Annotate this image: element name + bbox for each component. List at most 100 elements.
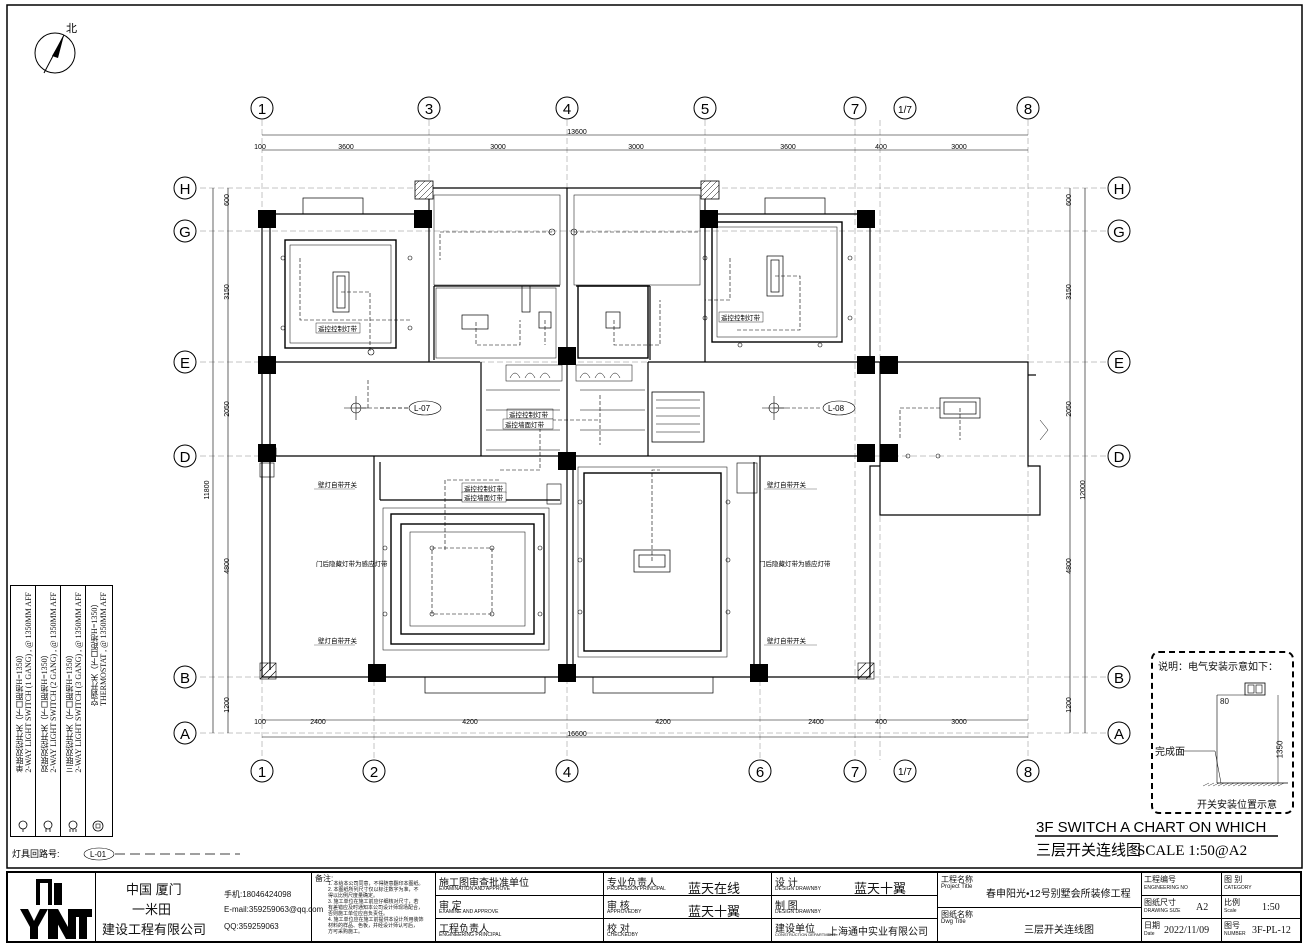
pro-lead-value: 蓝天在线 bbox=[688, 881, 741, 896]
grid-bubbles-right: H G E D B A bbox=[1107, 176, 1131, 745]
approve-en: APPROVEDBY bbox=[607, 909, 642, 915]
company-qq: QQ:359259063 bbox=[224, 922, 279, 931]
legend-item-2-cn: 双联双控开关（下口距地H=1350） bbox=[40, 650, 49, 773]
grid-top-2: 4 bbox=[563, 101, 571, 118]
label-mid-top2: 遥控墙面灯带 bbox=[505, 420, 545, 429]
fixtures-detail bbox=[486, 364, 1049, 451]
ceiling-outlines bbox=[284, 194, 843, 658]
dim-top-2: 3000 bbox=[490, 144, 506, 151]
date-value: 2022/11/09 bbox=[1164, 925, 1210, 936]
grid-right-5: A bbox=[1114, 726, 1124, 743]
dim-bottom-total: 16600 bbox=[567, 731, 587, 738]
dwg-label-en: Dwg Title bbox=[941, 919, 966, 925]
legend-item-1: 单联双控开关（下口距地H=1350）2-WAY LIGHT SWITCH (1 … bbox=[11, 586, 36, 836]
thermostat-icon bbox=[92, 820, 104, 832]
grid-bottom-3: 6 bbox=[756, 764, 764, 781]
dwg-value: 三层开关连线图 bbox=[1024, 925, 1094, 936]
install-dim-1350: 1350 bbox=[1275, 740, 1285, 759]
category: 图 别 bbox=[1224, 875, 1243, 884]
label-mid-low1: 遥控控制灯带 bbox=[464, 484, 504, 493]
size-label: 图纸尺寸 bbox=[1144, 898, 1176, 907]
grid-bubbles-bottom: 1 2 4 6 7 1/7 8 bbox=[250, 759, 1040, 783]
grid-bottom-1: 2 bbox=[370, 764, 378, 781]
ceiling-lights bbox=[280, 228, 941, 617]
note-6: 4. 施工单位应在施工前提供本设计所用装饰 bbox=[328, 917, 424, 923]
eng-lead-en: ENGINEERING PRINCIPAL bbox=[439, 932, 502, 938]
label-mid-top1: 遥控控制灯带 bbox=[509, 410, 549, 419]
grid-left-0: H bbox=[180, 181, 191, 198]
dimension-text-vertical: 11800 600 3150 2050 4800 1200 12000 600 … bbox=[204, 194, 1087, 713]
design: 设 计 bbox=[775, 878, 798, 889]
dim-right-5: 1200 bbox=[1066, 697, 1073, 713]
dim-top-0: 100 bbox=[254, 144, 266, 151]
grid-left-3: D bbox=[180, 449, 191, 466]
grid-right-4: B bbox=[1114, 670, 1124, 687]
windows bbox=[269, 197, 826, 694]
approve-value: 蓝天十翼 bbox=[688, 904, 741, 919]
project-label: 工程名称 bbox=[941, 875, 973, 884]
dim-right-2: 3150 bbox=[1066, 284, 1073, 300]
dim-bottom-3: 4200 bbox=[655, 719, 671, 726]
ratio-label: 比例 bbox=[1224, 898, 1240, 907]
grid-bottom-2: 4 bbox=[563, 764, 571, 781]
dim-left-4: 4800 bbox=[224, 558, 231, 574]
grid-top-3: 5 bbox=[701, 101, 709, 118]
legend-item-1-cn: 单联双控开关（下口距地H=1350） bbox=[15, 650, 24, 773]
switch-2-gang-icon bbox=[43, 820, 53, 832]
plan-annotations: 遥控控制灯带 遥控控制灯带 遥控控制灯带 遥控墙面灯带 遥控控制灯带 遥控墙面灯… bbox=[314, 311, 831, 646]
label-strip-nw: 遥控控制灯带 bbox=[318, 324, 358, 333]
size-value: A2 bbox=[1196, 902, 1209, 913]
legend-item-4: 空调开关（下口距地H=1350）THERMOSTAT , @ 1350MM AF… bbox=[86, 586, 114, 836]
build-unit-en: CONSTRUCTION DEPARTMENT bbox=[775, 932, 836, 937]
label-strip-ne: 遥控控制灯带 bbox=[721, 313, 761, 322]
notes-label: 备注: bbox=[315, 874, 334, 883]
grid-left-4: B bbox=[180, 670, 190, 687]
company-line3: 建设工程有限公司 bbox=[102, 922, 207, 937]
approve: 审 核 bbox=[607, 901, 630, 912]
note-3: 3. 施工单位在施工前应仔细核对尺寸，若 bbox=[328, 899, 419, 905]
dim-left-total: 11800 bbox=[204, 480, 211, 499]
legend-item-3-en: 2-WAY LIGHT SWITCH (3 GANG) , @ 1350MM A… bbox=[74, 592, 83, 773]
note-4: 有差错应及时通知本公司设计师现场配合， bbox=[328, 905, 424, 911]
tag-l07: L-07 bbox=[414, 404, 431, 413]
project-value: 春申阳光•12号别墅会所装修工程 bbox=[986, 889, 1131, 900]
grid-right-3: D bbox=[1114, 449, 1125, 466]
dim-right-0: 600 bbox=[1066, 194, 1073, 206]
legend-item-4-en: THERMOSTAT , @ 1350MM AFF bbox=[99, 592, 108, 706]
hatched-corners bbox=[259, 462, 875, 680]
grid-left-2: E bbox=[180, 355, 190, 372]
dimension-text: 13600 100 3600 3000 3000 3600 400 3000 1… bbox=[254, 129, 967, 738]
drawing-title-cn: 三层开关连线图 bbox=[1036, 842, 1141, 859]
legend-item-4-cn: 空调开关（下口距地H=1350） bbox=[90, 599, 99, 706]
number-label-en: NUMBER bbox=[1224, 931, 1246, 937]
project-label-en: Project Title bbox=[941, 884, 973, 890]
legend-item-1-en: 2-WAY LIGHT SWITCH (1 GANG) , @ 1350MM A… bbox=[24, 592, 33, 773]
grid-bottom-6: 8 bbox=[1024, 764, 1032, 781]
drawing-title: 3F SWITCH A CHART ON WHICH 三层开关连线图 SCALE… bbox=[1035, 819, 1278, 859]
build-unit-value: 上海通中实业有限公司 bbox=[828, 927, 928, 938]
label-wall-l2: 门后隐藏灯带为感应灯带 bbox=[316, 559, 388, 568]
ratio-label-en: Scale bbox=[1224, 908, 1237, 914]
note-1: 2. 本图纸所列尺寸仅以标注数字为准，不 bbox=[328, 887, 419, 893]
eng-no: 工程编号 bbox=[1144, 875, 1176, 884]
dim-top-6: 3000 bbox=[951, 144, 967, 151]
dim-top-total: 13600 bbox=[567, 129, 587, 136]
ratio-value: 1:50 bbox=[1262, 902, 1280, 913]
legend-item-3-cn: 三联双控开关（下口距地H=1350） bbox=[65, 650, 74, 773]
company-line2: 一米田 bbox=[132, 902, 172, 917]
review-unit-en: EXAMINATION AND APPROVE bbox=[439, 886, 511, 892]
note-8: 方可采购施工。 bbox=[328, 929, 364, 935]
dim-left-0: 600 bbox=[224, 194, 231, 206]
dim-bottom-2: 4200 bbox=[462, 719, 478, 726]
dim-top-5: 400 bbox=[875, 144, 887, 151]
label-wall-r1: 壁灯自带开关 bbox=[767, 480, 807, 489]
grid-right-0: H bbox=[1114, 181, 1125, 198]
build-unit: 建设单位 bbox=[775, 924, 815, 935]
dim-top-1: 3600 bbox=[338, 144, 354, 151]
dim-bottom-5: 400 bbox=[875, 719, 887, 726]
dim-bottom-0: 100 bbox=[254, 719, 266, 726]
number-value: 3F-PL-12 bbox=[1252, 925, 1291, 936]
dim-top-4: 3600 bbox=[780, 144, 796, 151]
check: 校 对 bbox=[607, 924, 630, 935]
